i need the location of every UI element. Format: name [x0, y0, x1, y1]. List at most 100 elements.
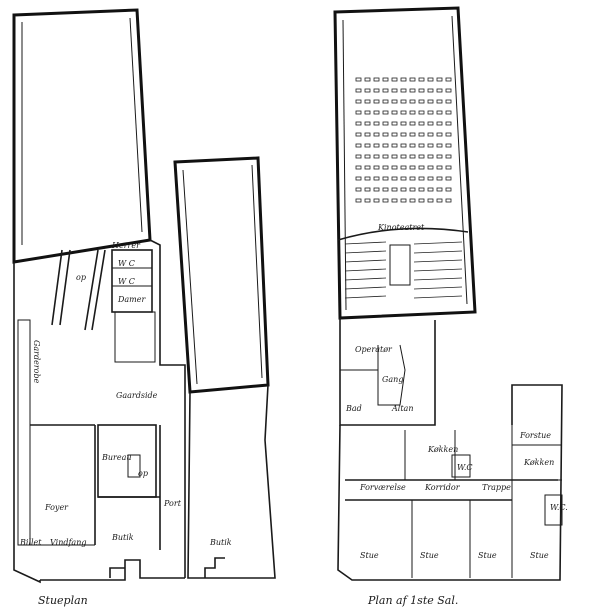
seat — [373, 154, 380, 159]
seat — [364, 187, 371, 192]
seat — [418, 198, 425, 203]
seat — [382, 198, 389, 203]
seat — [355, 99, 362, 104]
label-operator: Operatør — [355, 345, 393, 354]
label-stue-1: Stue — [360, 551, 379, 560]
seat — [382, 187, 389, 192]
seat — [445, 143, 452, 148]
label-damer: Damer — [117, 295, 147, 304]
ground-stair-block — [114, 311, 156, 363]
balcony-center-aisle — [389, 244, 411, 286]
label-vindfang: Vindfang — [50, 538, 86, 547]
seat — [427, 88, 434, 93]
label-gaardside: Gaardside — [116, 391, 158, 400]
seat — [364, 99, 371, 104]
seat — [382, 132, 389, 137]
seat — [436, 187, 443, 192]
seat — [382, 99, 389, 104]
seat — [400, 198, 407, 203]
seat — [355, 176, 362, 181]
seat — [400, 132, 407, 137]
seat — [391, 187, 398, 192]
seat — [364, 165, 371, 170]
label-butik-1: Butik — [111, 533, 134, 542]
ground-annex-lower — [187, 384, 276, 579]
ground-right-wall-upper — [149, 239, 186, 395]
seat — [445, 198, 452, 203]
label-stue-2: Stue — [420, 551, 439, 560]
seat — [427, 132, 434, 137]
seat — [418, 110, 425, 115]
seat — [445, 176, 452, 181]
seat — [382, 176, 389, 181]
ground-auditorium-inner2 — [129, 17, 143, 233]
label-forvaerelse: Forværelse — [359, 483, 406, 492]
seat — [382, 154, 389, 159]
seat — [373, 198, 380, 203]
seat — [373, 187, 380, 192]
seat — [364, 198, 371, 203]
seat — [445, 88, 452, 93]
seat — [355, 143, 362, 148]
seat — [373, 176, 380, 181]
seat — [355, 198, 362, 203]
seat — [400, 154, 407, 159]
ground-floor-caption: Stueplan — [38, 594, 88, 607]
seat — [364, 77, 371, 82]
seat — [436, 88, 443, 93]
seat — [391, 110, 398, 115]
seat — [355, 132, 362, 137]
seat — [373, 143, 380, 148]
seat — [436, 198, 443, 203]
seat — [436, 121, 443, 126]
seat — [445, 132, 452, 137]
seat — [355, 154, 362, 159]
balcony-seat-row — [344, 277, 387, 281]
label-kokken-2: Køkken — [523, 458, 554, 467]
seat — [400, 99, 407, 104]
label-bureau: Bureau — [101, 453, 132, 462]
seat — [418, 77, 425, 82]
label-butik-2: Butik — [209, 538, 232, 547]
seat — [355, 110, 362, 115]
seat — [436, 110, 443, 115]
ground-garderobe-strip — [17, 319, 31, 546]
ground-floor-plan: Herrer op W C W C Damer Gaardside Garder… — [12, 8, 276, 607]
balcony-seat-row — [413, 241, 463, 245]
seat — [364, 143, 371, 148]
seat — [427, 121, 434, 126]
seat — [418, 143, 425, 148]
seat — [427, 77, 434, 82]
label-stue-4: Stue — [530, 551, 549, 560]
seat — [373, 165, 380, 170]
first-floor-caption: Plan af 1ste Sal. — [367, 594, 458, 607]
seat — [400, 121, 407, 126]
seat — [373, 132, 380, 137]
seat — [436, 176, 443, 181]
label-garderobe: Garderobe — [32, 340, 41, 384]
ground-ramp-c — [84, 249, 99, 331]
seat — [445, 110, 452, 115]
first-main-outline — [337, 384, 563, 581]
seat — [436, 165, 443, 170]
seat — [445, 121, 452, 126]
seat — [382, 143, 389, 148]
seat — [382, 121, 389, 126]
seat — [364, 132, 371, 137]
seat — [373, 88, 380, 93]
seat — [409, 187, 416, 192]
label-port: Port — [163, 499, 182, 508]
seat — [409, 154, 416, 159]
balcony-seat-row — [344, 259, 387, 263]
seat — [364, 154, 371, 159]
seat — [373, 110, 380, 115]
first-auditorium-inner2 — [451, 15, 468, 305]
first-wc-box — [544, 494, 563, 526]
seat — [427, 154, 434, 159]
seat — [409, 143, 416, 148]
balcony-seat-row — [413, 250, 463, 254]
seat — [445, 165, 452, 170]
ground-ramp-b — [59, 249, 71, 326]
balcony-seat-row — [344, 295, 387, 299]
